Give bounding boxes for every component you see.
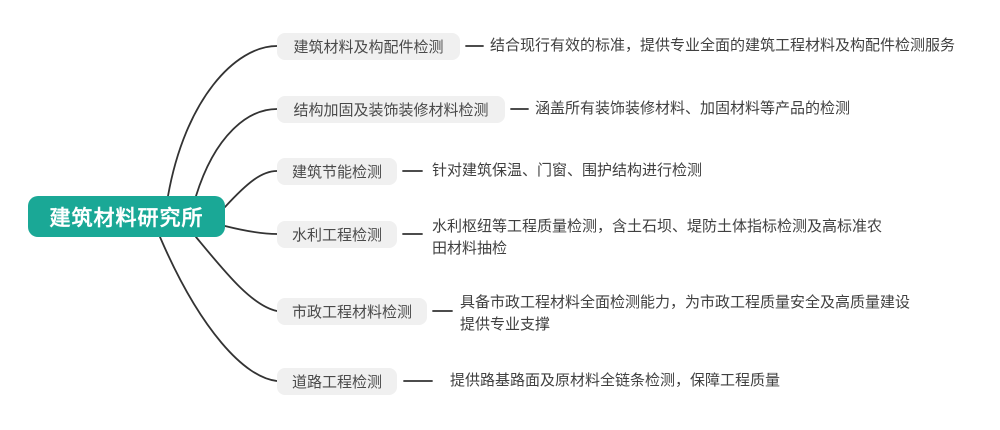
branch-description: 提供路基路面及原材料全链条检测，保障工程质量 (450, 372, 781, 389)
branch-description: 结合现行有效的标准，提供专业全面的建筑工程材料及构配件检测服务 (490, 37, 956, 54)
branch-node-building-materials[interactable]: 建筑材料及构配件检测 (277, 33, 460, 60)
branch-node-road-engineering[interactable]: 道路工程检测 (277, 368, 397, 395)
branch-node-municipal-materials[interactable]: 市政工程材料检测 (277, 298, 427, 325)
branch-description: 具备市政工程材料全面检测能力，为市政工程质量安全及高质量建设 提供专业支撑 (460, 294, 911, 333)
branch-node-label: 水利工程检测 (291, 227, 382, 244)
branch-node-label: 建筑节能检测 (291, 164, 382, 181)
connector-branch-3 (224, 170, 278, 208)
root-node[interactable]: 建筑材料研究所 (28, 196, 225, 237)
branch-description: 水利枢纽等工程质量检测，含土石坝、堤防土体指标检测及高标准农 田材料抽检 (432, 218, 883, 257)
connector-branch-6 (159, 236, 278, 382)
root-node-label: 建筑材料研究所 (49, 206, 204, 230)
connector-branch-1 (167, 45, 278, 197)
branch-node-building-energy[interactable]: 建筑节能检测 (277, 158, 397, 185)
branch-description: 针对建筑保温、门窗、围护结构进行检测 (432, 162, 703, 179)
connector-branch-5 (195, 236, 278, 312)
branch-node-structural-reinforcement[interactable]: 结构加固及装饰装修材料检测 (277, 96, 505, 123)
branch-node-label: 结构加固及装饰装修材料检测 (293, 102, 489, 119)
branch-node-label: 建筑材料及构配件检测 (293, 39, 444, 56)
branch-node-water-conservancy[interactable]: 水利工程检测 (277, 221, 397, 248)
branch-node-label: 道路工程检测 (291, 374, 382, 391)
branch-node-label: 市政工程材料检测 (291, 304, 412, 321)
branch-description: 涵盖所有装饰装修材料、加固材料等产品的检测 (535, 100, 851, 117)
connector-branch-2 (195, 108, 278, 197)
connector-branch-4 (224, 225, 278, 235)
